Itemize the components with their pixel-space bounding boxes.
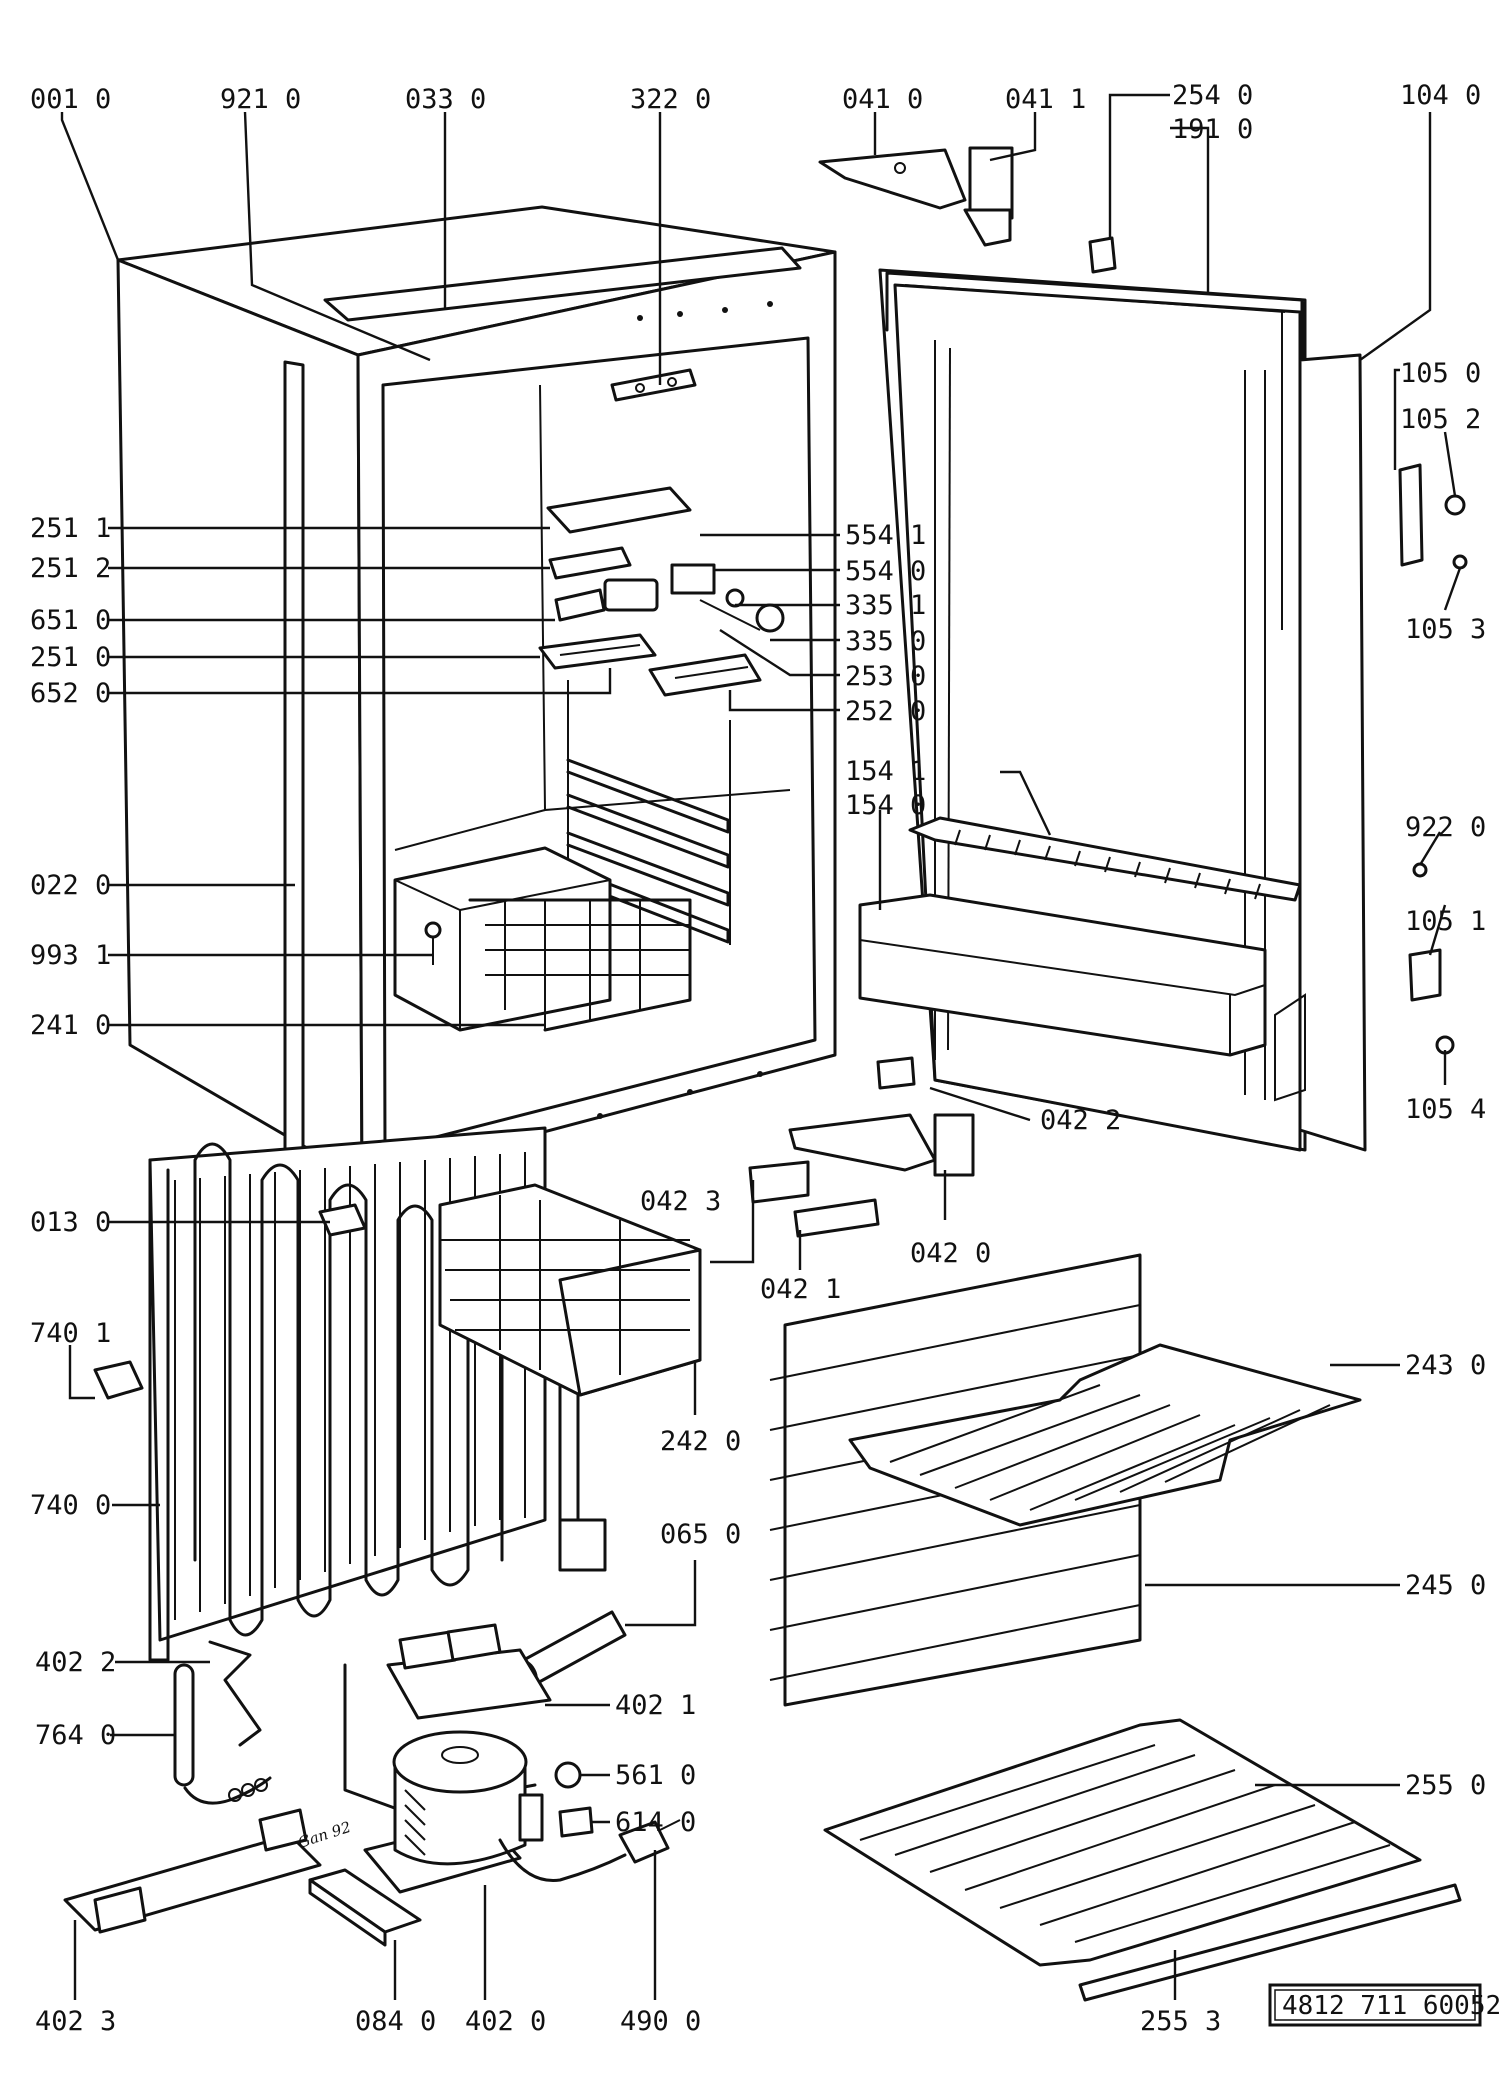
label-740-1: 740 1 [30,1318,111,1349]
part-labels: 001 0 921 0 033 0 322 0 041 0 041 1 254 … [30,80,1486,2037]
cabinet [116,205,837,1187]
top-bracket [610,368,697,402]
bracket-402-2 [208,1640,262,1747]
door-shelf-upper [908,816,1302,902]
label-614-0: 614 0 [615,1807,696,1838]
label-042-2: 042 2 [1040,1105,1121,1136]
label-554-1: 554 1 [845,520,926,551]
label-993-1: 993 1 [30,940,111,971]
label-241-0: 241 0 [30,1010,111,1041]
label-041-0: 041 0 [842,84,923,115]
label-561-0: 561 0 [615,1760,696,1791]
glass-shelf [848,1343,1362,1527]
label-105-1: 105 1 [1405,906,1486,937]
label-022-0: 022 0 [30,870,111,901]
label-251-0: 251 0 [30,642,111,673]
label-245-0: 245 0 [1405,1570,1486,1601]
wire-rack [468,898,692,1032]
label-764-0: 764 0 [35,1720,116,1751]
label-335-0: 335 0 [845,626,926,657]
label-251-2: 251 2 [30,553,111,584]
label-402-1: 402 1 [615,1690,696,1721]
capillary-filter [173,1663,272,1805]
label-253-0: 253 0 [845,661,926,692]
handwritten-note: Gan 92 [296,1818,353,1852]
label-402-3: 402 3 [35,2006,116,2037]
base-bracket [63,1808,322,1934]
label-922-0: 922 0 [1405,812,1486,843]
label-251-1: 251 1 [30,513,111,544]
compressor-winding-hatch [404,1789,426,1856]
label-254-0: 254 0 [1172,80,1253,111]
label-490-0: 490 0 [620,2006,701,2037]
label-335-1: 335 1 [845,590,926,621]
relay-561 [554,1761,582,1789]
label-740-0: 740 0 [30,1490,111,1521]
label-191-0: 191 0 [1172,114,1253,145]
label-154-0: 154 0 [845,790,926,821]
label-105-3: 105 3 [1405,614,1486,645]
label-105-4: 105 4 [1405,1094,1486,1125]
label-921-0: 921 0 [220,84,301,115]
leader-lines [60,93,1462,2000]
label-252-0: 252 0 [845,696,926,727]
label-042-0: 042 0 [910,1238,991,1269]
label-104-0: 104 0 [1400,80,1481,111]
label-105-0: 105 0 [1400,358,1481,389]
bottom-hinge [748,1056,975,1238]
label-242-0: 242 0 [660,1426,741,1457]
label-154-1: 154 1 [845,756,926,787]
label-084-0: 084 0 [355,2006,436,2037]
door-bin [858,893,1267,1057]
label-322-0: 322 0 [630,84,711,115]
reference-code-box: 4812 711 60052 [1268,1983,1500,2027]
thermostat-assembly [538,486,785,697]
label-001-0: 001 0 [30,84,111,115]
label-042-3: 042 3 [640,1186,721,1217]
compressor [363,1730,544,1894]
label-554-0: 554 0 [845,556,926,587]
crisper-drawer [438,1183,702,1397]
label-243-0: 243 0 [1405,1350,1486,1381]
label-255-0: 255 0 [1405,1770,1486,1801]
foot-084 [308,1868,422,1947]
label-652-0: 652 0 [30,678,111,709]
label-255-3: 255 3 [1140,2006,1221,2037]
label-402-2: 402 2 [35,1647,116,1678]
label-105-2: 105 2 [1400,404,1481,435]
label-042-1: 042 1 [760,1274,841,1305]
freezer-compartment [393,846,692,1032]
label-041-1: 041 1 [1005,84,1086,115]
label-013-0: 013 0 [30,1207,111,1238]
label-065-0: 065 0 [660,1519,741,1550]
compressor-tray [343,1623,552,1812]
label-033-0: 033 0 [405,84,486,115]
overload-614 [558,1806,594,1838]
bottom-shelf [823,1718,1422,1967]
top-hinge [818,146,1014,247]
door-stop [1088,236,1117,274]
hinge-pins [1398,463,1468,1055]
label-402-0: 402 0 [465,2006,546,2037]
reference-code: 4812 711 60052 [1282,1991,1500,2021]
thermostat-box [93,1360,144,1400]
label-651-0: 651 0 [30,605,111,636]
